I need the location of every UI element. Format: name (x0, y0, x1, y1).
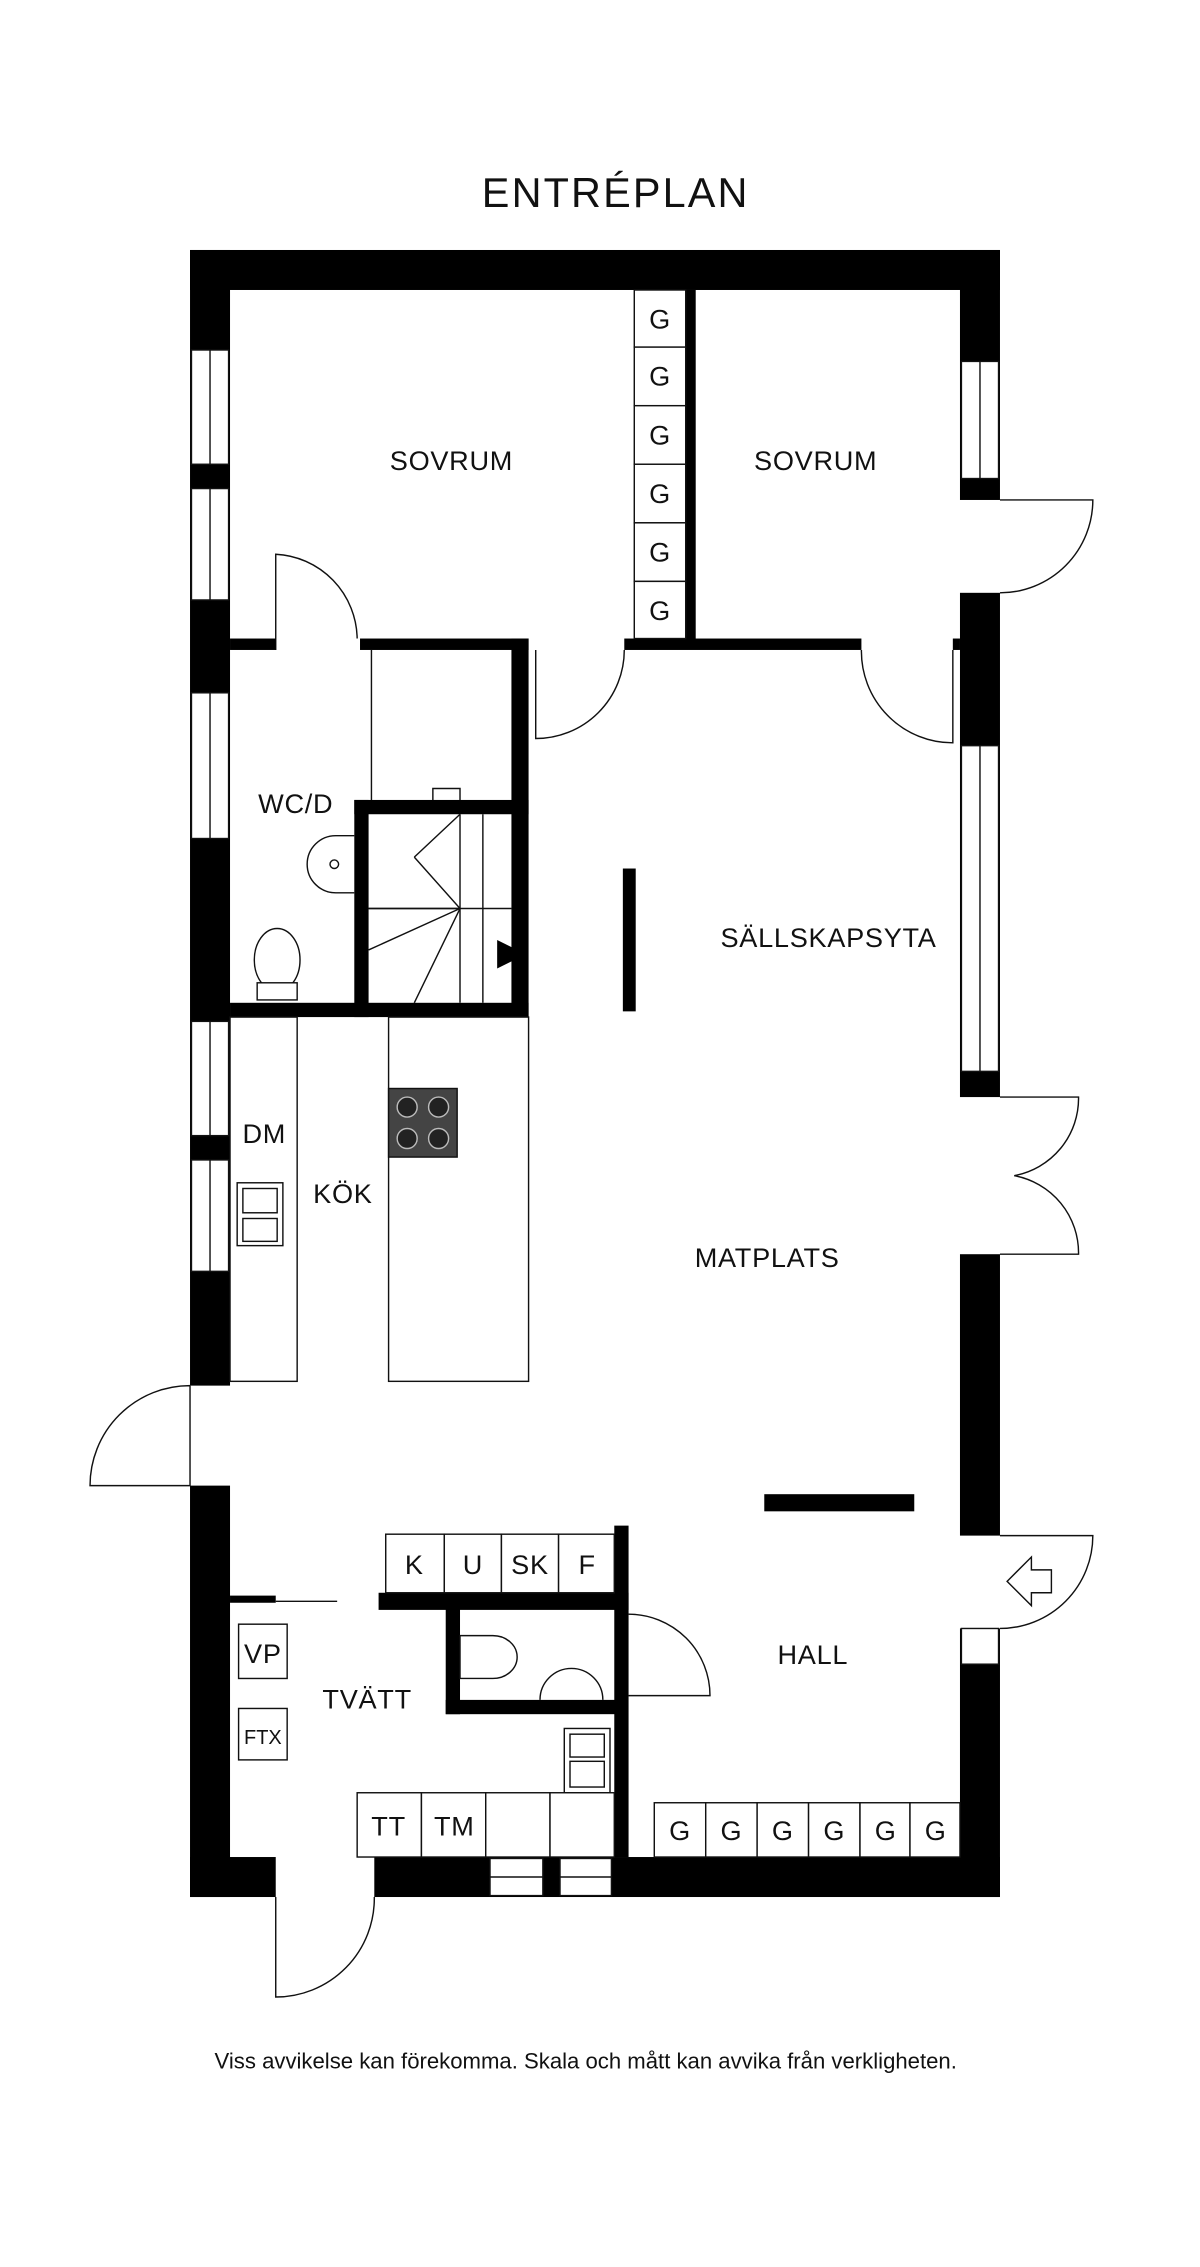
vp-unit (237, 1623, 288, 1680)
stair-direction-arrow-icon (497, 939, 526, 969)
storage-label: F (578, 1549, 595, 1580)
wardrobe-label: G (649, 595, 671, 626)
kitchen (229, 1016, 611, 1794)
laundry-counter (356, 1792, 615, 1858)
wardrobe-label: G (669, 1815, 691, 1846)
room-label-hall: HALL (777, 1639, 848, 1670)
wardrobe-label: G (649, 419, 671, 450)
wardrobe-label: G (649, 478, 671, 509)
dm-label: DM (242, 1118, 286, 1149)
staircase (368, 813, 512, 1004)
wardrobe-label: G (721, 1815, 743, 1846)
interior-walls (230, 289, 960, 1858)
entrance-arrow-icon (1006, 1555, 1053, 1608)
cooktop (387, 1087, 458, 1158)
wardrobe-hall: G G G G G G (653, 1802, 961, 1858)
tm-label: TM (434, 1811, 475, 1842)
room-label-tvatt: TVÄTT (322, 1683, 411, 1714)
ftx-unit (237, 1707, 288, 1761)
wardrobe-label: G (649, 536, 671, 567)
wardrobe-label: G (925, 1815, 947, 1846)
plan-title: ENTRÉPLAN (482, 170, 750, 216)
wardrobe-label: G (875, 1815, 897, 1846)
tt-label: TT (371, 1811, 406, 1842)
room-label-sallskapsyta: SÄLLSKAPSYTA (720, 922, 936, 953)
room-label-sovrum-2: SOVRUM (754, 445, 877, 476)
vp-label: VP (244, 1638, 282, 1669)
outer-walls (190, 249, 1000, 1898)
room-label-matplats: MATPLATS (695, 1242, 840, 1273)
room-label-wcd: WC/D (258, 788, 333, 819)
storage-label: U (463, 1549, 483, 1580)
wardrobe-label: G (772, 1815, 794, 1846)
wardrobe-label: G (823, 1815, 845, 1846)
storage-row: K U SK F (385, 1533, 615, 1594)
ftx-label: FTX (244, 1727, 282, 1749)
wardrobe-label: G (649, 361, 671, 392)
room-label-kok: KÖK (313, 1178, 372, 1209)
disclaimer: Viss avvikelse kan förekomma. Skala och … (215, 2048, 957, 2073)
room-label-sovrum-1: SOVRUM (390, 445, 513, 476)
wardrobe-bedroom: G G G G G G (633, 289, 687, 640)
wc-fixtures (253, 787, 604, 1700)
windows (190, 349, 1000, 1897)
wardrobe-label: G (649, 304, 671, 335)
doors (89, 499, 1094, 1998)
storage-label: SK (511, 1549, 549, 1580)
storage-label: K (405, 1549, 424, 1580)
